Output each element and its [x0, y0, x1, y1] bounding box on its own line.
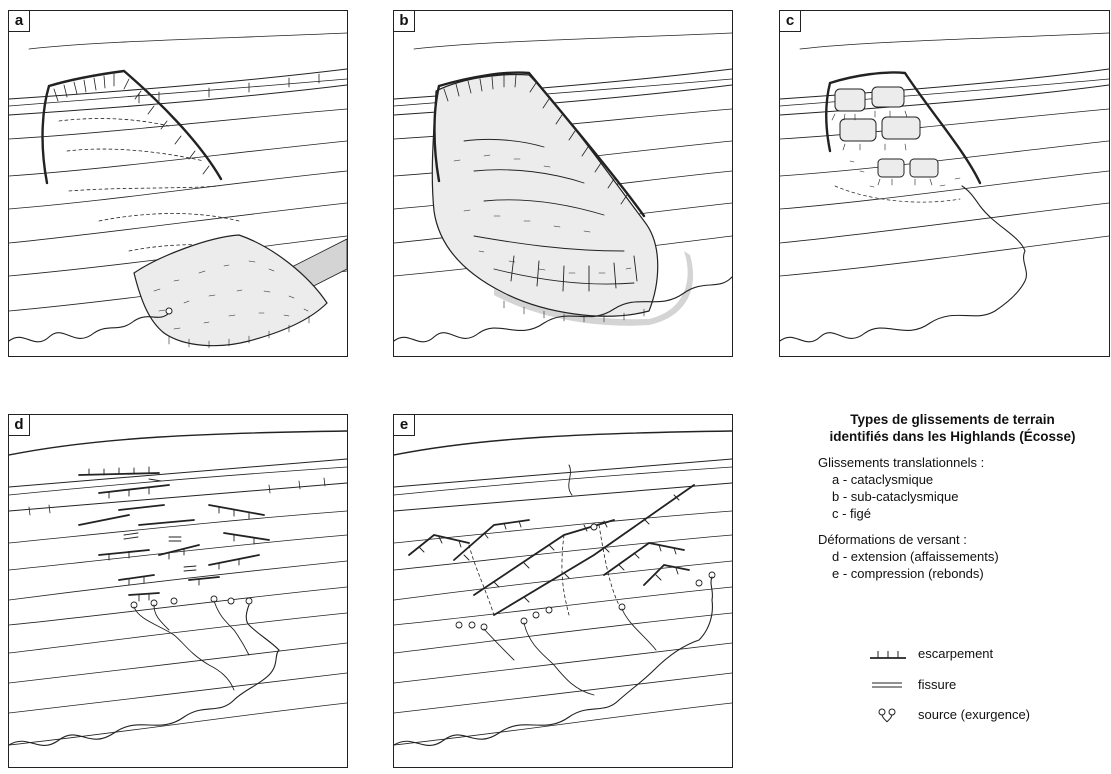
main-scarp	[43, 71, 221, 183]
spring-source-icon	[868, 707, 908, 725]
stream-tributary	[484, 465, 656, 695]
contour-lines	[394, 467, 732, 745]
spring-icon	[166, 308, 172, 314]
legend-key-label: source (exurgence)	[918, 707, 1030, 722]
cliff-band	[394, 459, 732, 511]
legend-item-c: c - figé	[832, 505, 1105, 522]
scar-outlines	[835, 186, 960, 202]
legend-item-b: b - sub-cataclysmique	[832, 488, 1105, 505]
legend: Types de glissements de terrain identifi…	[800, 411, 1105, 582]
panel-c-drawing	[780, 11, 1109, 356]
panel-label: b	[394, 11, 415, 32]
contour-lines	[780, 33, 1109, 276]
stream	[780, 186, 1026, 342]
legend-item-d: d - extension (affaissements)	[832, 548, 1105, 565]
panel-d-drawing	[9, 415, 347, 767]
cliff-band	[9, 459, 347, 515]
panel-b-sub-cataclysmic: b	[393, 10, 733, 357]
panel-label: e	[394, 415, 415, 436]
cliff-band	[780, 69, 1109, 115]
displaced-blocks	[835, 87, 938, 177]
buried-faults	[469, 525, 619, 615]
stream	[9, 313, 169, 342]
panel-label: a	[9, 11, 30, 32]
legend-key-label: escarpement	[918, 646, 993, 661]
legend-title-line1: Types de glissements de terrain	[800, 411, 1105, 428]
contour-lines	[9, 467, 347, 745]
escarpment-symbol-icon	[868, 646, 908, 662]
ridge-line	[394, 431, 732, 455]
panel-label: c	[780, 11, 801, 32]
fissure-symbol-icon	[868, 677, 908, 693]
group-slope-deformation-label: Déformations de versant :	[818, 531, 1105, 548]
debris-deposit	[134, 235, 327, 346]
panel-label: d	[9, 415, 30, 436]
stream	[9, 605, 279, 745]
panel-a-cataclysmic: a	[8, 10, 348, 357]
scar-outlines	[59, 119, 239, 251]
legend-groups: Glissements translationnels : a - catacl…	[818, 454, 1105, 582]
legend-item-e: e - compression (rebonds)	[832, 565, 1105, 582]
legend-title: Types de glissements de terrain identifi…	[800, 411, 1105, 445]
panel-c-arrested: c	[779, 10, 1110, 357]
panel-e-compression: e	[393, 414, 733, 768]
legend-key-label: fissure	[918, 677, 956, 692]
legend-item-a: a - cataclysmique	[832, 471, 1105, 488]
stream	[394, 577, 712, 745]
legend-title-line2: identifiés dans les Highlands (Écosse)	[800, 428, 1105, 445]
panel-d-extension: d	[8, 414, 348, 768]
panel-b-drawing	[394, 11, 732, 356]
debris-body	[432, 75, 657, 317]
panel-e-drawing	[394, 415, 732, 767]
escarpment-symbols	[79, 473, 269, 595]
ridge-line	[9, 431, 347, 455]
cliff-band	[9, 69, 347, 115]
panel-a-drawing	[9, 11, 347, 356]
group-translational-label: Glissements translationnels :	[818, 454, 1105, 471]
stream-tributary	[134, 601, 249, 690]
